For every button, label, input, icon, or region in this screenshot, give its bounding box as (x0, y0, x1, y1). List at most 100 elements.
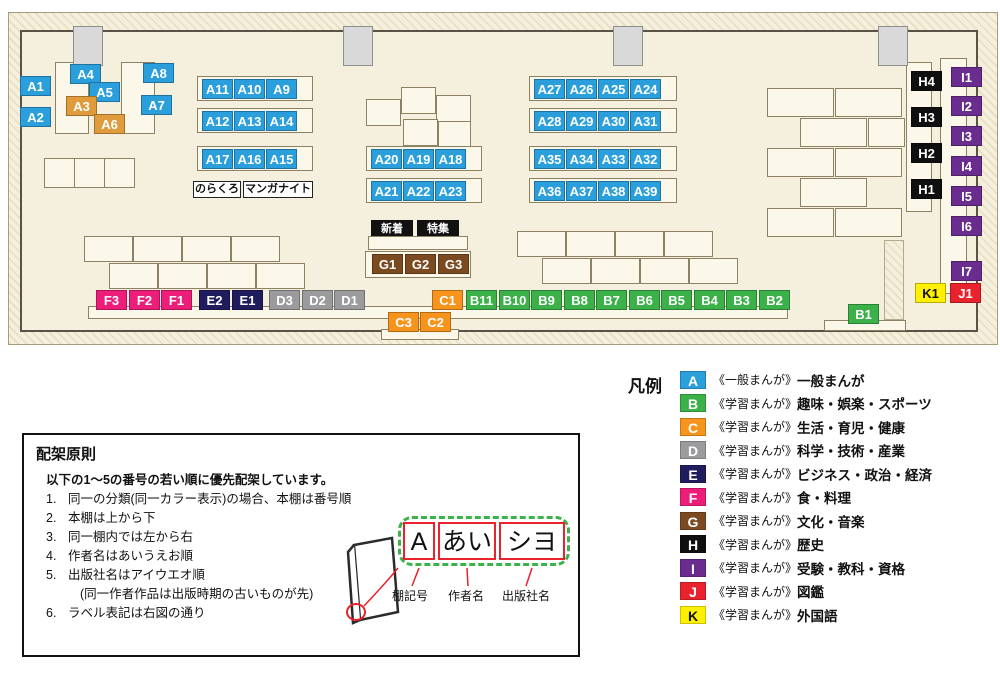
legend-title: 凡例 (628, 377, 662, 396)
shelf-block (591, 258, 640, 284)
shelf-tag-a30: A30 (598, 111, 629, 131)
annotation-author-name: 作者名 (448, 589, 485, 603)
shelf-tag-f1: F1 (161, 290, 192, 310)
rule-text: 同一棚内では左から右 (68, 530, 194, 544)
legend-label: ビジネス・政治・経済 (797, 467, 933, 483)
shelf-tag-a17: A17 (202, 149, 233, 169)
shelf-tag-a36: A36 (534, 181, 565, 201)
legend-chip-j: J (680, 582, 706, 601)
legend-item-i: I《学習まんが》受験・教科・資格 (680, 556, 932, 580)
shelf-tag-i5: I5 (951, 186, 982, 206)
rule-item: 4.作者名はあいうえお順 (46, 547, 351, 566)
legend-item-h: H《学習まんが》歴史 (680, 533, 932, 557)
pillar (343, 26, 373, 66)
shelf-tag-a24: A24 (630, 79, 661, 99)
shelf-block (366, 99, 401, 126)
rule-text: 作者名はあいうえお順 (68, 549, 194, 563)
label-manga-night: マンガナイト (243, 181, 313, 198)
legend-series: 《学習まんが》 (713, 584, 798, 599)
principles-intro: 以下の1〜5の番号の若い順に優先配架しています。 (46, 473, 334, 487)
shelf-tag-i4: I4 (951, 156, 982, 176)
shelf-block (368, 236, 468, 250)
shelf-tag-a4: A4 (70, 64, 101, 84)
shelf-tag-a34: A34 (566, 149, 597, 169)
shelf-block (517, 231, 566, 257)
shelf-tag-b10: B10 (499, 290, 530, 310)
legend-chip-a: A (680, 370, 706, 389)
shelf-block (800, 118, 867, 147)
shelf-tag-h2: H2 (911, 143, 942, 163)
shelf-tag-h4: H4 (911, 71, 942, 91)
shelf-tag-i1: I1 (951, 67, 982, 87)
legend-label: 文化・音楽 (797, 514, 865, 530)
legend-label: 食・料理 (797, 491, 852, 507)
shelf-tag-i3: I3 (951, 126, 982, 146)
legend-chip-f: F (680, 488, 706, 507)
legend-chip-e: E (680, 464, 706, 483)
shelf-tag-b1: B1 (848, 304, 879, 324)
legend-item-a: A 《一般まんが》一般まんが (680, 368, 932, 392)
pillar (73, 26, 103, 66)
rule-number (58, 585, 80, 604)
shelf-tag-a2: A2 (20, 107, 51, 127)
shelf-block (835, 148, 902, 177)
rule-number: 6. (46, 606, 57, 620)
rule-item: 3.同一棚内では左から右 (46, 528, 351, 547)
label-special-feature: 特集 (417, 220, 459, 236)
shelf-tag-a33: A33 (598, 149, 629, 169)
shelf-tag-a39: A39 (630, 181, 661, 201)
shelf-tag-e1: E1 (232, 290, 263, 310)
rule-item: 5.出版社名はアイウエオ順 (46, 566, 351, 585)
shelf-tag-a1: A1 (20, 76, 51, 96)
pillar (613, 26, 643, 66)
annotation-publisher-name: 出版社名 (502, 589, 551, 603)
shelf-tag-a31: A31 (630, 111, 661, 131)
pillar (878, 26, 908, 66)
shelf-tag-a20: A20 (371, 149, 402, 169)
shelf-block (109, 263, 158, 289)
shelf-tag-b4: B4 (694, 290, 725, 310)
shelf-tag-a37: A37 (566, 181, 597, 201)
annotation-shelf-code: 棚記号 (392, 589, 429, 603)
legend-label: 科学・技術・産業 (797, 444, 906, 460)
shelf-tag-a22: A22 (403, 181, 434, 201)
shelf-tag-i2: I2 (951, 96, 982, 116)
rule-number: 2. (46, 511, 57, 525)
shelf-tag-a25: A25 (598, 79, 629, 99)
shelf-block (868, 118, 905, 147)
shelf-block (256, 263, 305, 289)
label-example: A あい シヨ (398, 516, 570, 566)
shelf-tag-e2: E2 (199, 290, 230, 310)
shelf-tag-a8: A8 (143, 63, 174, 83)
legend-series: 《学習まんが》 (713, 537, 798, 552)
rule-text: 本棚は上から下 (68, 511, 156, 525)
book-illustration (346, 536, 400, 625)
shelf-tag-h1: H1 (911, 179, 942, 199)
shelf-tag-d3: D3 (269, 290, 300, 310)
shelf-block (615, 231, 664, 257)
shelf-tag-i6: I6 (951, 216, 982, 236)
legend-label: 外国語 (797, 608, 838, 624)
legend-label: 一般まんが (797, 373, 865, 389)
shelf-block (74, 158, 105, 188)
shelf-tag-j1: J1 (950, 283, 981, 303)
shelf-tag-a19: A19 (403, 149, 434, 169)
legend-series: 《学習まんが》 (713, 420, 798, 435)
shelf-tag-a15: A15 (266, 149, 297, 169)
shelf-block (689, 258, 738, 284)
shelf-block (835, 208, 902, 237)
label-norakuro: のらくろ (193, 181, 241, 198)
legend-chip-c: C (680, 417, 706, 436)
shelf-tag-a23: A23 (435, 181, 466, 201)
rule-item: (同一作者作品は出版時期の古いものが先) (46, 585, 351, 604)
legend-label: 生活・育児・健康 (797, 420, 906, 436)
legend-series: 《学習まんが》 (713, 467, 798, 482)
shelf-block (767, 88, 834, 117)
legend-label: 受験・教科・資格 (797, 561, 906, 577)
legend-series: 《一般まんが》 (713, 373, 798, 388)
shelf-tag-a14: A14 (266, 111, 297, 131)
legend-label: 趣味・娯楽・スポーツ (797, 397, 932, 413)
rule-text: 同一の分類(同一カラー表示)の場合、本棚は番号順 (68, 492, 352, 506)
label-new-arrivals: 新着 (371, 220, 413, 236)
